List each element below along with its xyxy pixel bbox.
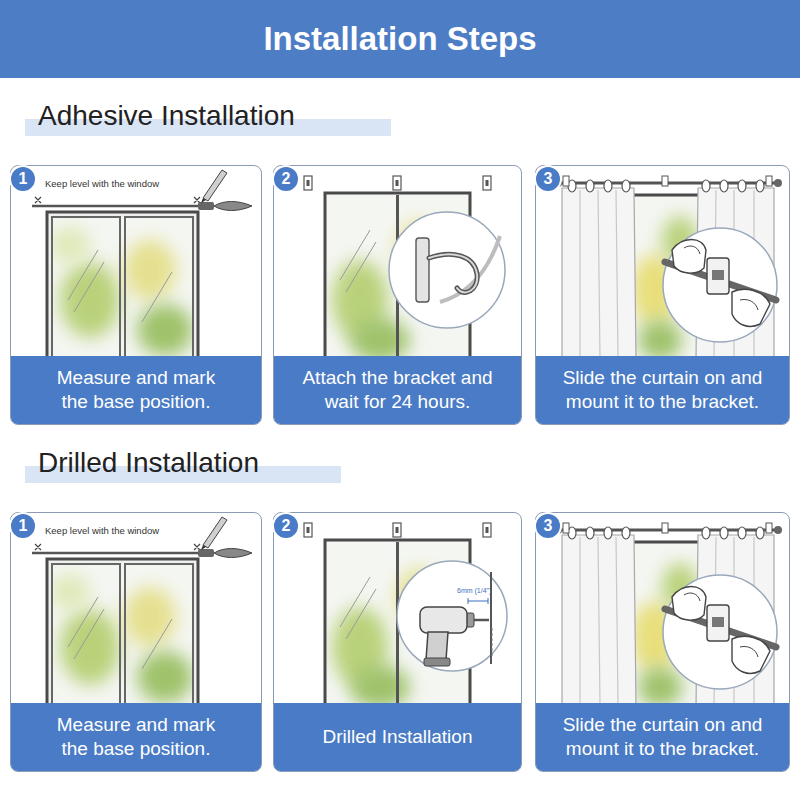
caption-text: Measure and mark the base position. bbox=[46, 713, 226, 761]
note-text: Keep level with the window bbox=[45, 179, 159, 190]
step-panel: Measure and mark the base position. 1 bbox=[10, 512, 262, 772]
caption-band: Drilled Installation bbox=[274, 703, 521, 771]
step-number-text: 3 bbox=[544, 171, 553, 187]
step-panel: Slide the curtain on and mount it to the… bbox=[535, 165, 790, 425]
step-number: 2 bbox=[272, 165, 300, 193]
section-heading: Adhesive Installation bbox=[38, 100, 295, 132]
caption-text: Measure and mark the base position. bbox=[46, 366, 226, 414]
curtain-illustration bbox=[554, 523, 782, 707]
step-panel: Slide the curtain on and mount it to the… bbox=[535, 512, 790, 772]
step-panel: Measure and mark the base position. 1 bbox=[10, 165, 262, 425]
curtain-illustration bbox=[554, 176, 782, 360]
caption-band: Slide the curtain on and mount it to the… bbox=[536, 703, 789, 771]
step-panel: Attach the bracket and wait for 24 hours… bbox=[273, 165, 522, 425]
dimension-label: 6mm (1/4") bbox=[457, 587, 491, 595]
step-number: 3 bbox=[534, 512, 562, 540]
caption-text: Drilled Installation bbox=[323, 725, 473, 749]
caption-band: Slide the curtain on and mount it to the… bbox=[536, 356, 789, 424]
caption-band: Measure and mark the base position. bbox=[11, 703, 261, 771]
step-number: 1 bbox=[9, 512, 37, 540]
note-text: Keep level with the window bbox=[45, 526, 159, 537]
caption-band: Measure and mark the base position. bbox=[11, 356, 261, 424]
title-text: Installation Steps bbox=[263, 20, 536, 58]
step-number: 3 bbox=[534, 165, 562, 193]
step-number-text: 2 bbox=[282, 518, 291, 534]
bracket-magnifier bbox=[389, 212, 505, 328]
step-number-text: 3 bbox=[544, 518, 553, 534]
title-band: Installation Steps bbox=[0, 0, 800, 78]
step-number-text: 2 bbox=[282, 171, 291, 187]
step-number: 1 bbox=[9, 165, 37, 193]
caption-text: Attach the bracket and wait for 24 hours… bbox=[293, 366, 503, 414]
window-illustration bbox=[32, 517, 252, 707]
step-number: 2 bbox=[272, 512, 300, 540]
window-illustration bbox=[32, 170, 252, 360]
caption-text: Slide the curtain on and mount it to the… bbox=[552, 366, 774, 414]
section-heading: Drilled Installation bbox=[38, 447, 259, 479]
caption-band: Attach the bracket and wait for 24 hours… bbox=[274, 356, 521, 424]
step-number-text: 1 bbox=[19, 518, 28, 534]
drill-magnifier bbox=[397, 561, 507, 671]
step-panel: Drilled Installation 2 bbox=[273, 512, 522, 772]
step-number-text: 1 bbox=[19, 171, 28, 187]
caption-text: Slide the curtain on and mount it to the… bbox=[552, 713, 774, 761]
